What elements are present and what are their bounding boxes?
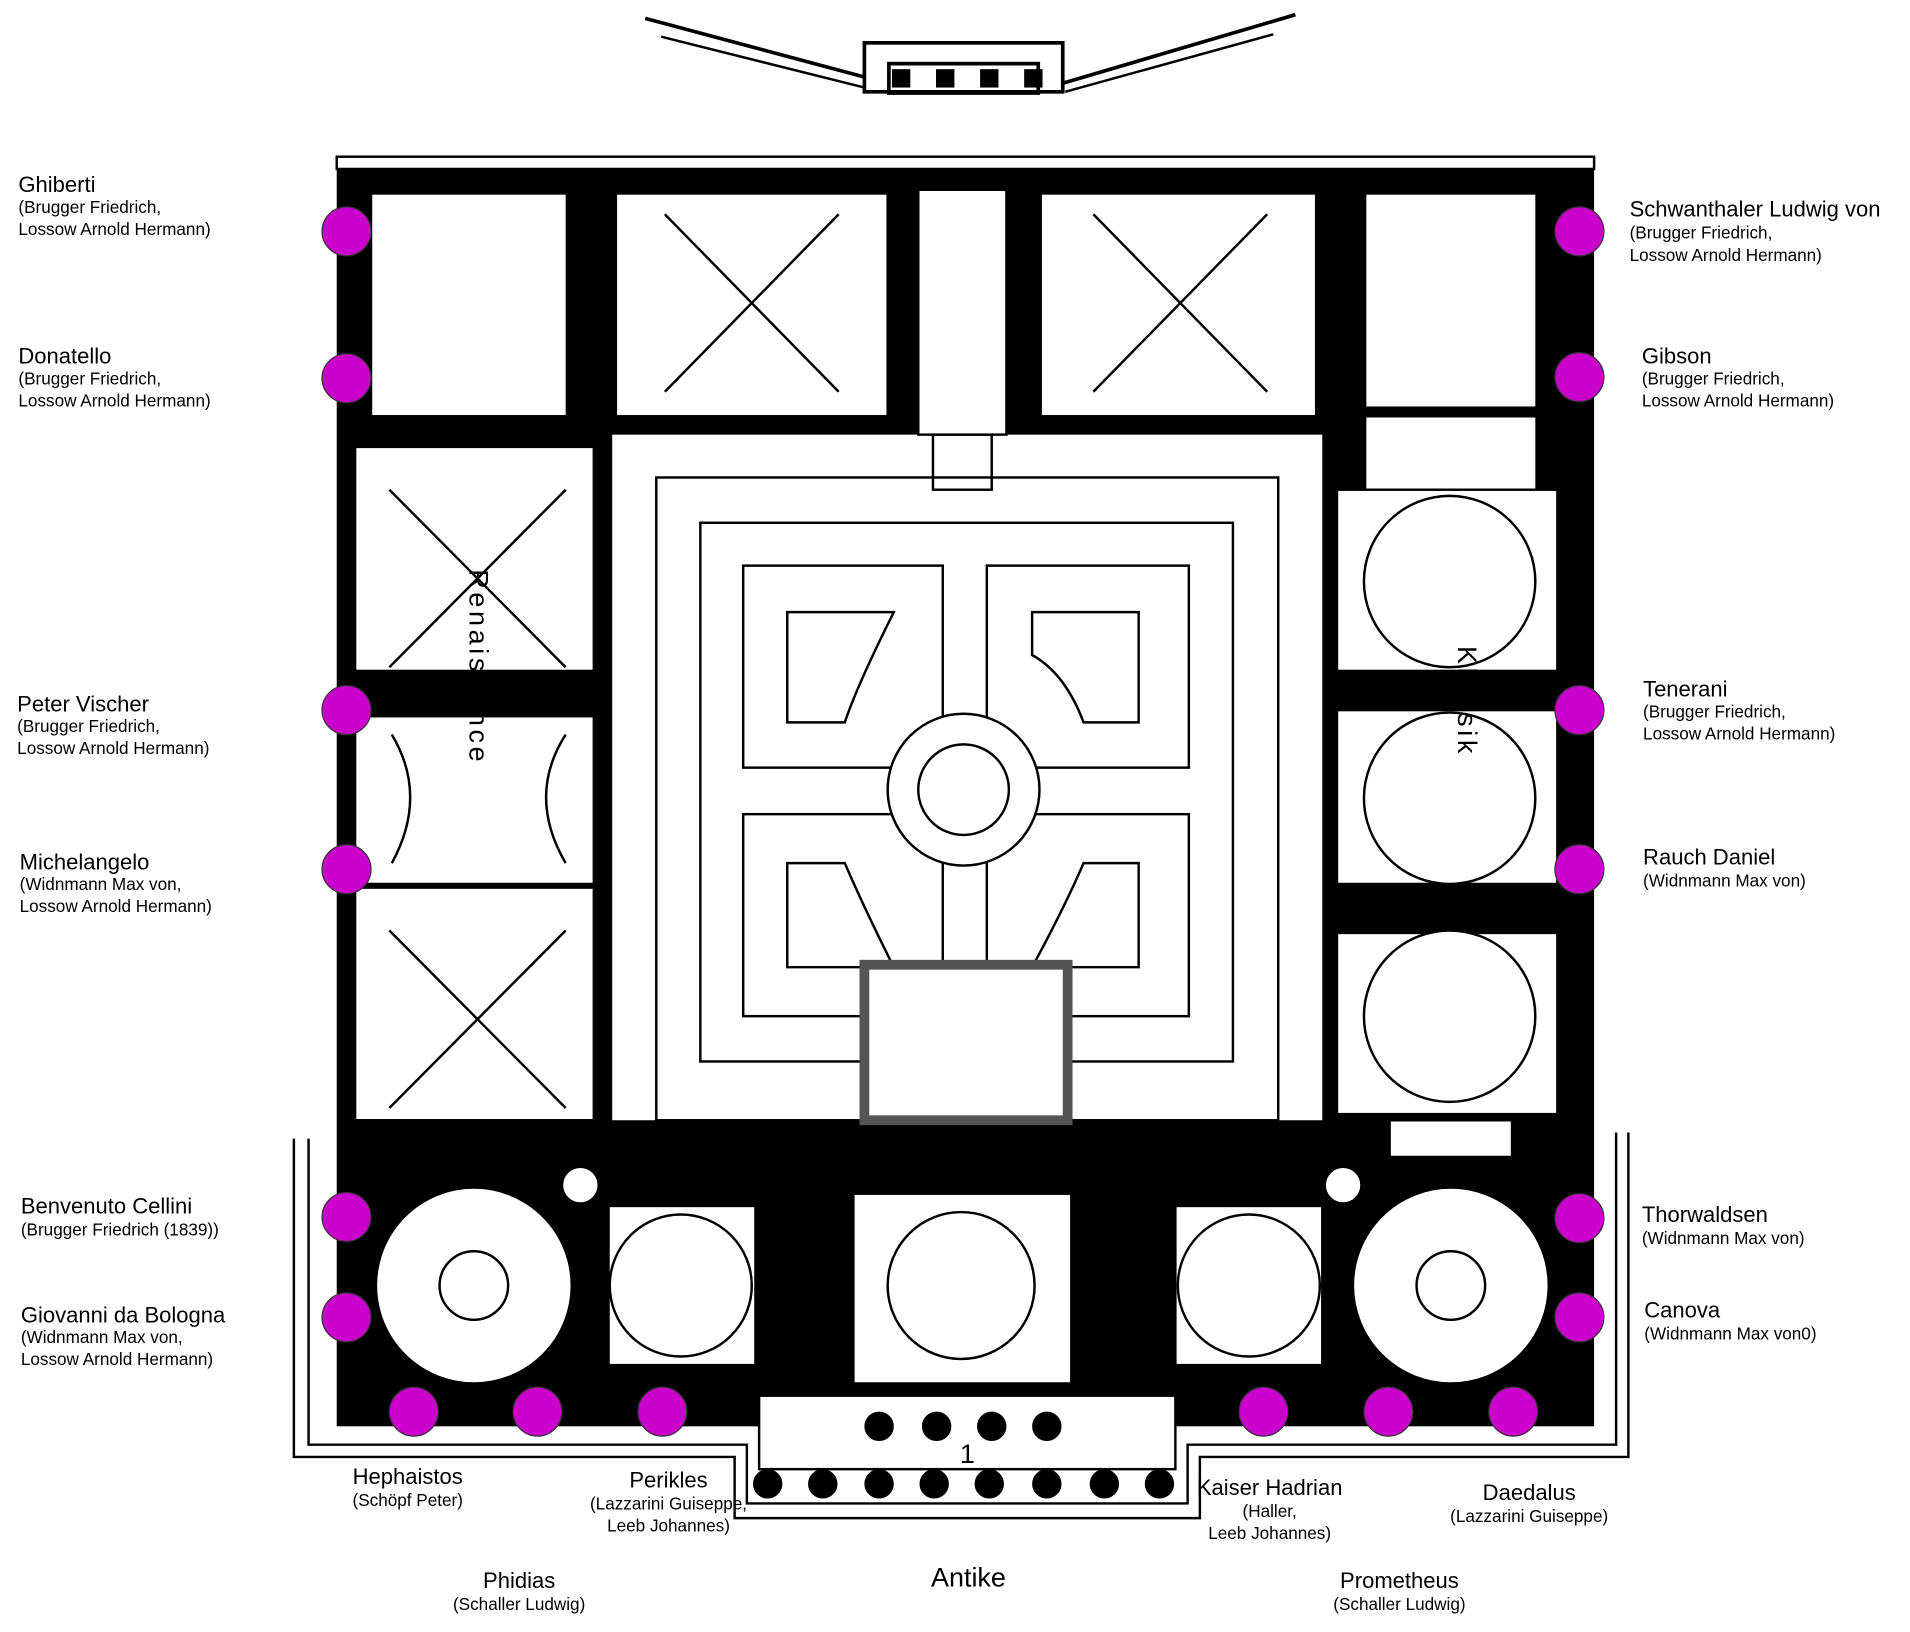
hall-name: Donatello (18, 344, 111, 369)
rooms-top (369, 188, 1538, 436)
hall-name: Prometheus (1340, 1568, 1459, 1593)
hall-name: Kaiser Hadrian (1197, 1475, 1343, 1500)
labels-left: Ghiberti (Brugger Friedrich, Lossow Arno… (17, 172, 226, 1369)
hall-artists: Lossow Arnold Hermann) (1642, 390, 1834, 410)
section-label-antike: Antike (931, 1563, 1006, 1593)
hall-name: Tenerani (1643, 677, 1727, 702)
hall-name: Daedalus (1483, 1480, 1576, 1505)
marker-canova[interactable] (1554, 1292, 1605, 1343)
rooms-right (1335, 415, 1559, 1159)
hall-artists: (Haller, (1243, 1501, 1297, 1521)
hall-artists: Leeb Johannes) (1208, 1523, 1331, 1543)
marker-benvenuto-cellini[interactable] (321, 1191, 372, 1243)
hall-name: Thorwaldsen (1642, 1202, 1768, 1227)
marker-hephaistos[interactable] (512, 1386, 563, 1437)
hall-name: Schwanthaler Ludwig von (1630, 197, 1881, 222)
hall-artists: (Brugger Friedrich, (1642, 368, 1785, 388)
plan-number: 1 (960, 1439, 975, 1469)
marker-daedalus[interactable] (1488, 1386, 1539, 1437)
section-label-renaissance: Renaissance (464, 569, 494, 765)
rooms-bottom (374, 1165, 1551, 1471)
marker-giovanni-da-bologna[interactable] (321, 1292, 372, 1343)
marker-gibson[interactable] (1554, 351, 1605, 403)
hall-artists: Lossow Arnold Hermann) (18, 219, 210, 239)
hall-artists: Lossow Arnold Hermann) (18, 390, 210, 410)
hall-artists: (Brugger Friedrich, (1630, 223, 1773, 243)
hall-artists: Lossow Arnold Hermann) (1630, 245, 1822, 265)
labels-right: Schwanthaler Ludwig von (Brugger Friedri… (1630, 197, 1881, 1344)
hall-artists: (Brugger Friedrich, (18, 368, 161, 388)
marker-kaiser-hadrian[interactable] (1238, 1386, 1289, 1437)
hall-artists: (Lazzarini Guiseppe) (1450, 1506, 1608, 1526)
hall-artists: (Widnmann Max von) (1642, 1228, 1805, 1248)
hall-name: Michelangelo (20, 849, 150, 874)
hall-name: Hephaistos (353, 1464, 463, 1489)
labels-bottom: Hephaistos (Schöpf Peter) Perikles (Lazz… (353, 1464, 1609, 1614)
hall-name: Peter Vischer (17, 691, 149, 716)
hall-artists: (Brugger Friedrich, (1643, 701, 1786, 721)
hall-artists: (Schaller Ludwig) (1333, 1594, 1465, 1614)
hall-name: Benvenuto Cellini (21, 1193, 192, 1218)
hall-artists: Lossow Arnold Hermann) (21, 1349, 213, 1369)
hall-markers (321, 206, 1605, 1437)
marker-michelangelo[interactable] (321, 844, 372, 895)
hall-artists: (Schöpf Peter) (353, 1490, 463, 1510)
top-entrance (644, 12, 1296, 95)
marker-rauch-daniel[interactable] (1554, 844, 1605, 895)
hall-name: Gibson (1642, 344, 1712, 369)
section-label-klassik: Klassik (1452, 646, 1482, 757)
hall-artists: (Widnmann Max von, (20, 874, 182, 894)
colonnade-columns (752, 1411, 1175, 1499)
hall-name: Ghiberti (18, 172, 95, 197)
hall-artists: (Widnmann Max von, (21, 1327, 183, 1347)
marker-perikles[interactable] (637, 1386, 688, 1437)
hall-name: Rauch Daniel (1643, 844, 1775, 869)
hall-name: Phidias (483, 1568, 555, 1593)
hall-artists: (Schaller Ludwig) (453, 1594, 585, 1614)
marker-peter-vischer[interactable] (321, 684, 372, 736)
hall-artists: Lossow Arnold Hermann) (17, 738, 209, 758)
courtyard-garden (655, 433, 1280, 1126)
marker-prometheus[interactable] (1363, 1386, 1414, 1437)
hall-name: Perikles (629, 1468, 707, 1493)
hall-artists: (Widnmann Max von) (1643, 870, 1806, 890)
lower-wing-outline (292, 1132, 1630, 1520)
hall-artists: (Widnmann Max von0) (1644, 1323, 1816, 1343)
rooms-left (353, 445, 596, 1122)
marker-tenerani[interactable] (1554, 684, 1605, 736)
marker-donatello[interactable] (321, 353, 372, 404)
hall-artists: (Brugger Friedrich (1839)) (21, 1219, 219, 1239)
section-renaissance: Renaissance (464, 569, 494, 765)
hall-artists: (Brugger Friedrich, (17, 716, 160, 736)
hall-artists: Lossow Arnold Hermann) (1643, 723, 1835, 743)
hall-artists: Leeb Johannes) (607, 1516, 730, 1536)
hall-artists: (Lazzarini Guiseppe, (590, 1494, 747, 1514)
hall-name: Canova (1644, 1297, 1721, 1322)
hall-artists: (Brugger Friedrich, (18, 197, 161, 217)
marker-ghiberti[interactable] (321, 206, 372, 257)
marker-schwanthaler[interactable] (1554, 206, 1605, 257)
hall-artists: Lossow Arnold Hermann) (20, 896, 212, 916)
marker-phidias[interactable] (388, 1386, 439, 1437)
marker-thorwaldsen[interactable] (1554, 1193, 1605, 1244)
hall-name: Giovanni da Bologna (21, 1302, 226, 1327)
